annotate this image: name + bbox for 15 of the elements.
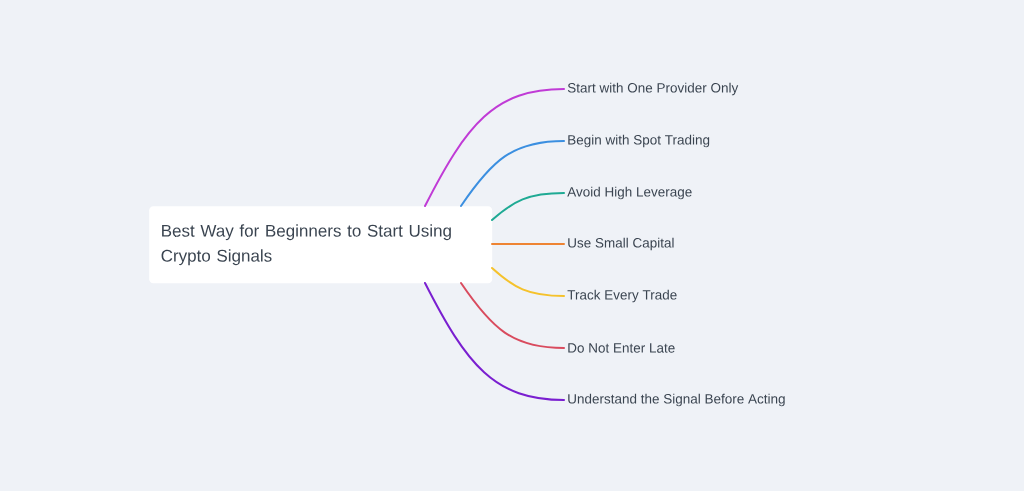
branch-label: Do Not Enter Late <box>568 343 675 353</box>
branch-line <box>491 243 565 245</box>
branch-label: Start with One Provider Only <box>567 82 739 96</box>
branch-label: Use Small Capital <box>568 237 674 251</box>
branch-label: Track Every Trade <box>567 289 677 303</box>
branch-label: Understand the Signal Before Acting <box>568 393 785 407</box>
branch-label: Avoid High Leverage <box>567 186 692 200</box>
branch-label: Begin with Spot Trading <box>568 134 710 148</box>
branch-line <box>460 140 565 207</box>
branch-line <box>424 88 565 207</box>
branch-line <box>491 192 565 221</box>
topic-box: Best Way for Beginners to Start Using Crypto Signals <box>149 206 493 284</box>
branch-line <box>424 282 565 401</box>
branch-line <box>491 267 565 297</box>
branch-line <box>460 282 565 349</box>
